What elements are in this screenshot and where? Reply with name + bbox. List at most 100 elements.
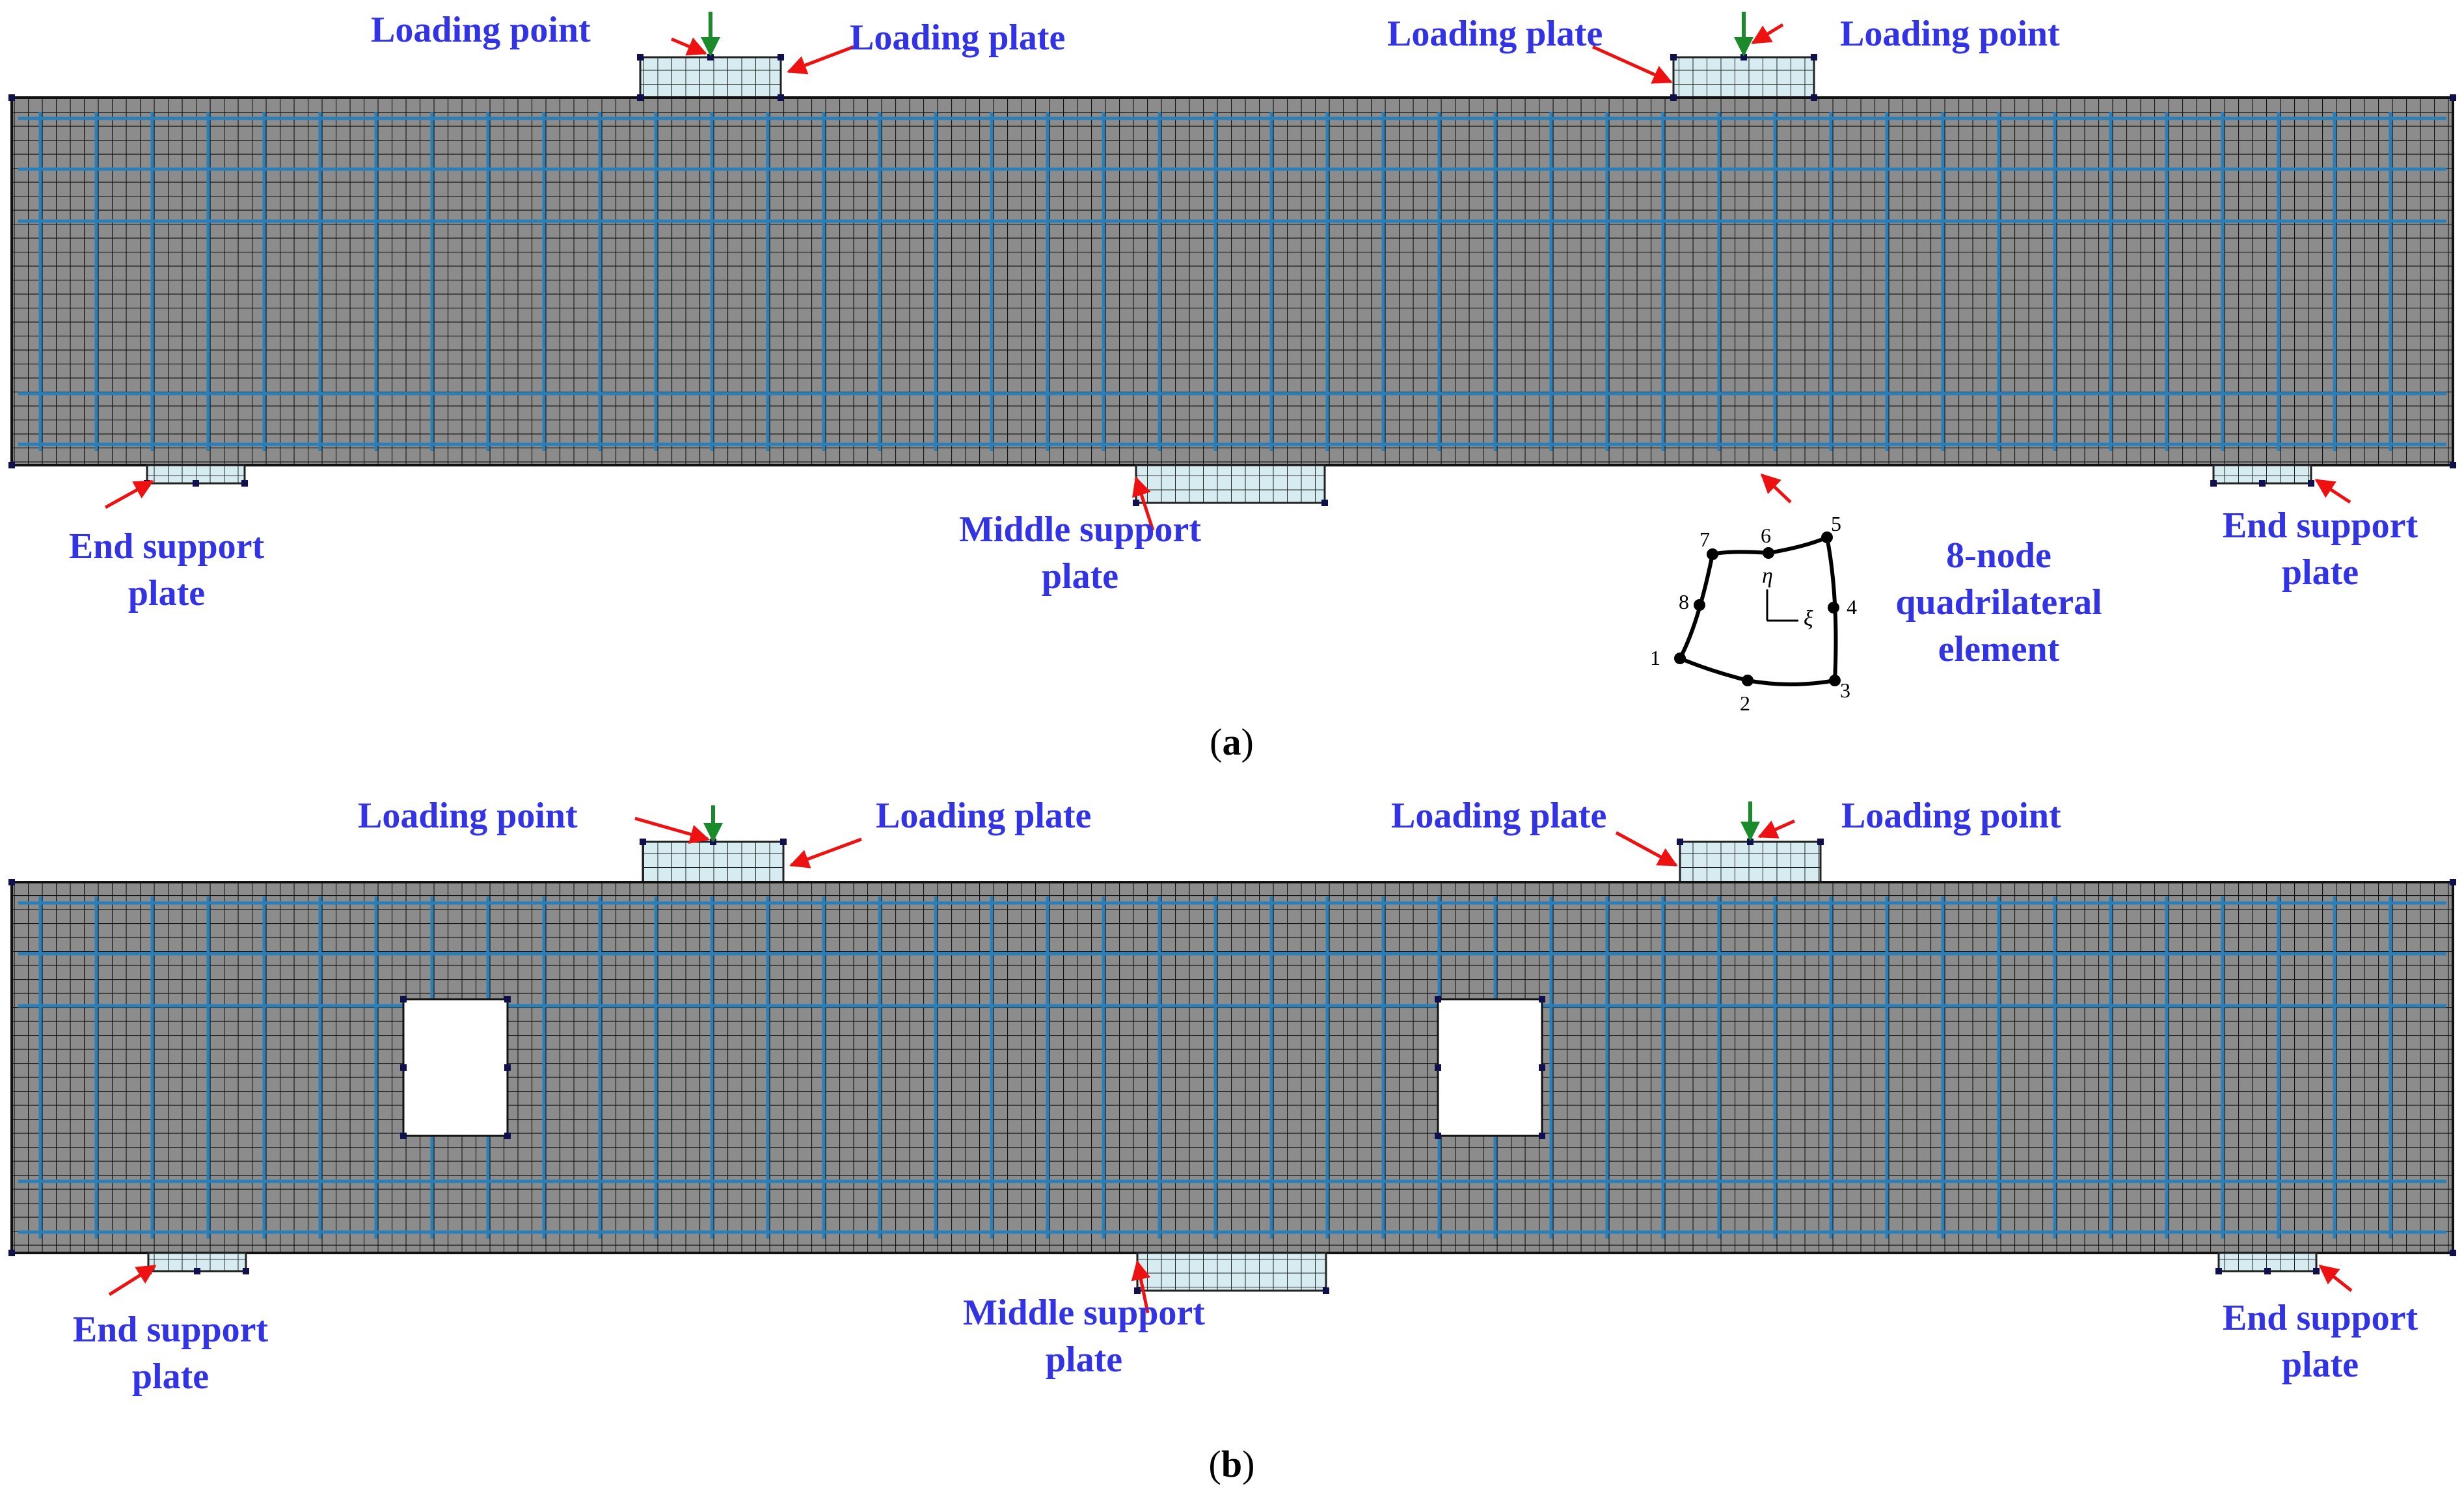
arrow-icon [108, 1264, 157, 1297]
node-marker [504, 1064, 511, 1071]
node-number-8: 8 [1679, 590, 1689, 613]
node-marker [1539, 1064, 1545, 1071]
node-marker [1817, 839, 1824, 845]
middle-support-plate-shape [1136, 1252, 1327, 1292]
arrow-icon [1751, 23, 1784, 45]
node-marker [1323, 1287, 1329, 1294]
end-support-left-label: End support [69, 526, 265, 567]
arrow-icon [1132, 476, 1155, 531]
node-marker [1670, 94, 1677, 101]
node-marker [2259, 480, 2266, 487]
loading-point-right-label: Loading point [1840, 14, 2060, 54]
node-marker [778, 94, 784, 101]
arrow-icon [634, 816, 710, 844]
arrow-icon [1760, 473, 1792, 504]
pointer-arrows [104, 23, 2351, 531]
node-marker [8, 879, 15, 885]
node-marker [8, 1250, 15, 1256]
panel-b: Loading point Loading plate Loading plat… [8, 796, 2456, 1485]
loading-plate-right-label: Loading plate [1387, 14, 1603, 54]
end-support-right-label-2: plate [2282, 1345, 2359, 1385]
arrow-icon [1615, 831, 1678, 867]
loading-point-left-label: Loading point [358, 796, 578, 836]
arrow-icon [789, 837, 862, 868]
middle-support-label: Middle support [963, 1293, 1205, 1333]
eta-axis-label: η [1762, 564, 1773, 588]
loading-point-right-label: Loading point [1841, 796, 2061, 836]
arrow-icon [1131, 1260, 1151, 1313]
panel-a: Loading point Loading plate Loading plat… [8, 10, 2456, 763]
node-marker [8, 94, 15, 101]
node-marker [2215, 1268, 2222, 1274]
node-marker [1670, 54, 1677, 61]
rebar-layout [18, 112, 2446, 451]
beam-mesh [10, 881, 2454, 1254]
node-marker [8, 462, 15, 468]
node-number-3: 3 [1840, 679, 1850, 702]
arrow-icon [2314, 478, 2351, 504]
node-marker [400, 1064, 407, 1071]
end-support-right-label-2: plate [2282, 552, 2359, 593]
loading-plate-left-label: Loading plate [850, 18, 1065, 58]
node-marker [1321, 500, 1328, 506]
node-marker [1539, 996, 1545, 1002]
node-number-6: 6 [1761, 524, 1771, 547]
end-support-left-label: End support [73, 1310, 269, 1350]
arrow-icon [787, 45, 854, 75]
node-marker [504, 1133, 511, 1139]
rebar-layout [18, 896, 2446, 1239]
middle-support-plate-shape [1135, 464, 1326, 504]
node-marker [640, 839, 646, 845]
node-marker [1435, 1133, 1441, 1139]
end-support-right-label: End support [2223, 505, 2418, 546]
loading-plate-right-shape [1672, 56, 1815, 99]
arrow-icon [104, 479, 154, 509]
loading-point-left-label: Loading point [371, 10, 591, 50]
node-marker [400, 1133, 407, 1139]
node-marker [1740, 54, 1747, 61]
element-title-line1: 8-node [1946, 535, 2051, 576]
node-marker [2450, 879, 2456, 885]
node-marker [1435, 996, 1441, 1002]
node-marker [637, 94, 643, 101]
quadrilateral-element-inset: 1 2 3 4 5 6 7 8 η ξ 8-node quadrilateral… [1650, 512, 2102, 715]
arrow-icon [2318, 1265, 2353, 1292]
end-support-right-label: End support [2223, 1298, 2418, 1338]
node-marker [1539, 1133, 1545, 1139]
node-marker [707, 54, 714, 61]
node-number-7: 7 [1699, 528, 1710, 551]
element-title-line3: element [1938, 629, 2060, 669]
node-marker [2210, 480, 2217, 487]
beam-mesh [10, 96, 2454, 466]
end-support-left-label-2: plate [128, 573, 205, 613]
node-marker [780, 839, 787, 845]
node-marker [1435, 1064, 1441, 1071]
web-opening-right [1437, 998, 1543, 1137]
middle-support-label-2: plate [1042, 556, 1118, 597]
node-marker [2450, 1250, 2456, 1256]
node-marker [2450, 462, 2456, 468]
middle-support-label: Middle support [959, 509, 1201, 550]
node-marker [1134, 1287, 1141, 1294]
node-marker [778, 54, 784, 61]
node-marker [2450, 94, 2456, 101]
node-marker [1811, 54, 1817, 61]
node-number-5: 5 [1831, 512, 1841, 535]
node-marker [637, 54, 643, 61]
loading-plate-left-label: Loading plate [876, 796, 1091, 836]
loading-plate-right-label: Loading plate [1391, 796, 1606, 836]
panel-b-caption: (b) [1209, 1443, 1255, 1485]
arrow-icon [1591, 45, 1673, 84]
node-marker [243, 1268, 249, 1274]
node-number-4: 4 [1847, 595, 1857, 619]
node-number-1: 1 [1650, 646, 1660, 669]
end-support-left-label-2: plate [132, 1356, 209, 1397]
loading-plate-left-shape [642, 841, 785, 883]
middle-support-label-2: plate [1046, 1339, 1122, 1380]
loading-plate-right-shape [1679, 841, 1822, 883]
element-nodes [1674, 531, 1841, 686]
node-marker [1133, 500, 1139, 506]
node-marker [241, 480, 248, 487]
node-marker [2264, 1268, 2271, 1274]
